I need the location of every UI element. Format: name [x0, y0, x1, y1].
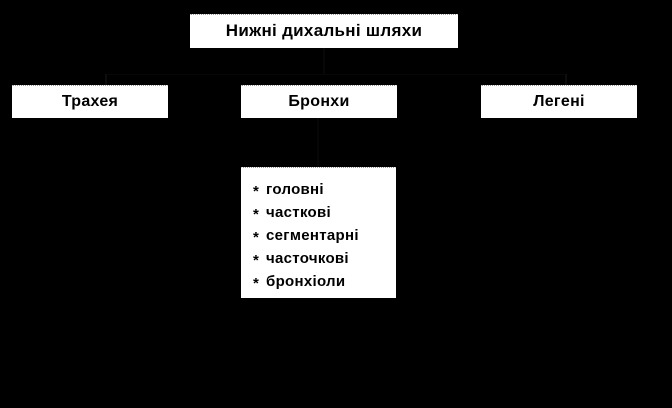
asterisk-bullet-icon: *: [253, 183, 260, 200]
asterisk-bullet-icon: *: [253, 206, 260, 223]
connector-to-lungs: [565, 74, 567, 86]
list-item: * бронхіоли: [253, 270, 395, 293]
node-label-bronchi: Бронхи: [288, 92, 350, 110]
list-item: * сегментарні: [253, 224, 395, 247]
list-item-label: часткові: [266, 204, 331, 221]
list-item-label: бронхіоли: [266, 273, 346, 290]
asterisk-bullet-icon: *: [253, 275, 260, 292]
list-item-label: сегментарні: [266, 227, 359, 244]
node-lower-respiratory-tract: Нижні дихальні шляхи: [190, 14, 458, 48]
connector-root-to-branches: [323, 48, 325, 74]
node-label-root: Нижні дихальні шляхи: [225, 21, 423, 40]
node-bronchi: Бронхи: [241, 85, 397, 118]
node-lungs: Легені: [481, 85, 637, 118]
node-bronchi-types-list: * головні * часткові * сегментарні * час…: [241, 167, 396, 298]
list-item: * часточкові: [253, 247, 395, 270]
connector-to-trachea: [105, 74, 107, 86]
list-item-label: часточкові: [266, 250, 349, 267]
connector-bronchi-to-details: [317, 118, 319, 167]
asterisk-bullet-icon: *: [253, 252, 260, 269]
node-label-trachea: Трахея: [61, 92, 119, 110]
connector-horizontal-bus: [106, 74, 566, 75]
list-item: * часткові: [253, 201, 395, 224]
bronchi-types-list: * головні * часткові * сегментарні * час…: [242, 178, 395, 293]
node-label-lungs: Легені: [533, 92, 585, 110]
asterisk-bullet-icon: *: [253, 229, 260, 246]
list-item-label: головні: [266, 181, 324, 198]
list-item: * головні: [253, 178, 395, 201]
node-trachea: Трахея: [12, 85, 168, 118]
